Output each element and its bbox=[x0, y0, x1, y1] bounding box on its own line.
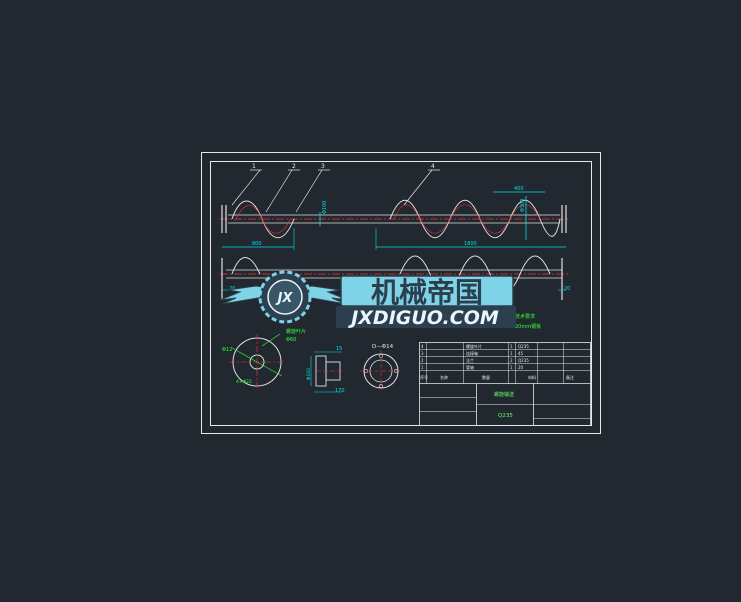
disk-note-a: 4×Φ22 bbox=[236, 379, 252, 385]
section-label: 螺旋叶片 bbox=[286, 328, 306, 335]
balloon-2: 2 bbox=[292, 163, 296, 170]
ring-label: D—Φ14 bbox=[372, 344, 394, 350]
bolt-ring-view bbox=[360, 350, 402, 392]
side-dim-bottom: 170 bbox=[335, 388, 345, 394]
bom-row-1-name: 螺旋叶片 bbox=[466, 343, 482, 349]
bom-row-3-name: 法兰 bbox=[466, 357, 474, 363]
bom-row-3-no: 2 bbox=[421, 358, 424, 363]
header-qty: 数量 bbox=[482, 374, 490, 380]
material: Q235 bbox=[498, 413, 513, 419]
dim-shaft-dia: Φ100 bbox=[322, 201, 328, 214]
title-block bbox=[419, 342, 591, 426]
watermark-english: JXDIGUO.COM bbox=[347, 307, 499, 329]
dim-top-diameter: Φ300 bbox=[520, 199, 526, 212]
bom-row-4-mat: 20 bbox=[518, 365, 524, 370]
watermark-logo bbox=[219, 270, 516, 328]
balloon-1: 1 bbox=[252, 163, 256, 170]
bom-row-2-qty: 1 bbox=[510, 351, 513, 356]
dim-top-right-len: 1800 bbox=[464, 241, 477, 247]
side-dim-top: 15 bbox=[336, 346, 342, 352]
header-no: 序号 bbox=[420, 374, 428, 380]
spec-line-1: 技术要求 bbox=[515, 313, 535, 320]
bom-row-2-mat: 45 bbox=[518, 351, 524, 356]
bom-row-1-qty: 1 bbox=[510, 344, 513, 349]
bom-row-1-no: 4 bbox=[421, 344, 424, 349]
bom-row-3-qty: 2 bbox=[510, 358, 513, 363]
disk-note-b: Φ60 bbox=[286, 337, 296, 343]
spec-line-2: 20mm钢板 bbox=[515, 323, 541, 330]
bom-row-4-no: 1 bbox=[421, 365, 424, 370]
bom-row-2-no: 3 bbox=[421, 351, 424, 356]
outer-frame bbox=[201, 152, 601, 434]
header-mat: 材料 bbox=[528, 374, 536, 380]
bom-row-1-mat: Q235 bbox=[518, 344, 529, 349]
watermark-chinese: 机械帝国 bbox=[371, 276, 483, 309]
drawing-name: 螺旋输送 bbox=[494, 391, 514, 398]
bom-row-4-qty: 1 bbox=[510, 365, 513, 370]
dim-top-pitch: 400 bbox=[514, 186, 524, 192]
top-screw-view bbox=[220, 169, 568, 250]
side-section-view bbox=[310, 351, 344, 393]
balloon-3: 3 bbox=[321, 163, 325, 170]
header-remark: 备注 bbox=[566, 374, 574, 380]
disk-dim: Φ12 bbox=[222, 347, 232, 353]
flange-disk-view bbox=[229, 333, 285, 390]
header-name: 名称 bbox=[440, 374, 448, 380]
watermark-badge: JX bbox=[275, 291, 294, 306]
bom-row-3-mat: Q235 bbox=[518, 358, 529, 363]
dim-bottom-right: 20 bbox=[564, 286, 570, 292]
dim-top-left-len: 800 bbox=[252, 241, 262, 247]
bom-row-2-name: 连接轴 bbox=[466, 350, 478, 356]
side-dim-vertical: Φ100 bbox=[306, 368, 312, 380]
balloon-4: 4 bbox=[431, 163, 435, 170]
inner-frame bbox=[210, 161, 592, 426]
bom-row-4-name: 管轴 bbox=[466, 364, 474, 370]
